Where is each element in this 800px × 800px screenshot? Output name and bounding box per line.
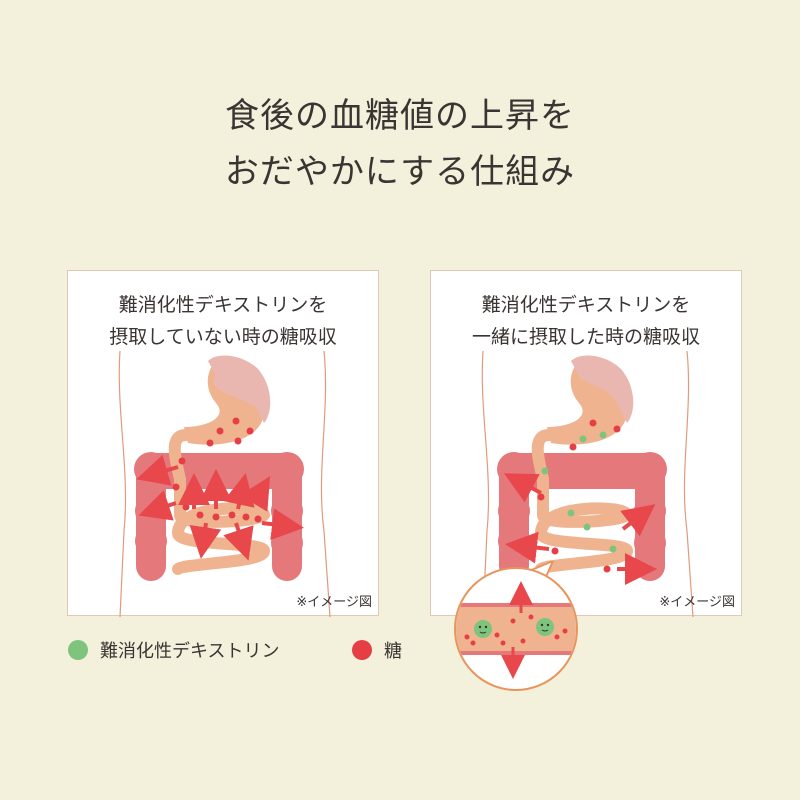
panel-heading-without-dextrin: 難消化性デキストリンを 摂取していない時の糖吸収 [68,289,378,353]
zoom-sugar-dots [464,614,568,646]
legend-item-dextrin: 難消化性デキストリン [68,638,279,662]
image-note: ※イメージ図 [659,595,735,610]
dextrin-dots [541,431,617,553]
body-outline-right [320,350,331,617]
panel-heading-line-1: 難消化性デキストリンを [481,294,691,316]
digestive-illustration-with-dextrin [481,350,694,617]
panel-heading-line-1: 難消化性デキストリンを [118,294,328,316]
title-line-2: おだやかにする仕組み [224,152,576,192]
page-title: 食後の血糖値の上昇を おだやかにする仕組み [0,88,800,200]
dextrin-character [474,618,554,638]
absorption-arrows [503,473,657,585]
sugar-dots [537,419,621,573]
image-note: ※イメージ図 [296,595,372,610]
absorption-arrows [136,454,304,561]
legend-swatch-dextrin [68,640,88,660]
panel-heading-with-dextrin: 難消化性デキストリンを 一緒に摂取した時の糖吸収 [431,289,741,353]
body-outline-right [683,350,694,617]
legend-item-sugar: 糖 [352,638,402,662]
stomach [547,355,634,445]
legend-label-sugar: 糖 [384,641,402,662]
stomach [184,355,271,445]
body-outline-left [118,350,127,617]
body-outline-left [481,350,490,617]
legend-swatch-sugar [352,640,372,660]
panel-heading-line-2: 摂取していない時の糖吸収 [109,326,337,348]
intestine-zoom-bubble [454,561,578,691]
panel-heading-line-2: 一緒に摂取した時の糖吸収 [471,326,700,348]
panel-without-dextrin: 難消化性デキストリンを 摂取していない時の糖吸収 ※イメージ図 [67,270,379,617]
digestive-illustration-without-dextrin [118,350,331,617]
legend-label-dextrin: 難消化性デキストリン [100,641,280,662]
panel-with-dextrin: 難消化性デキストリンを 一緒に摂取した時の糖吸収 ※イメージ図 [430,270,742,617]
title-line-1: 食後の血糖値の上昇を [225,96,575,136]
